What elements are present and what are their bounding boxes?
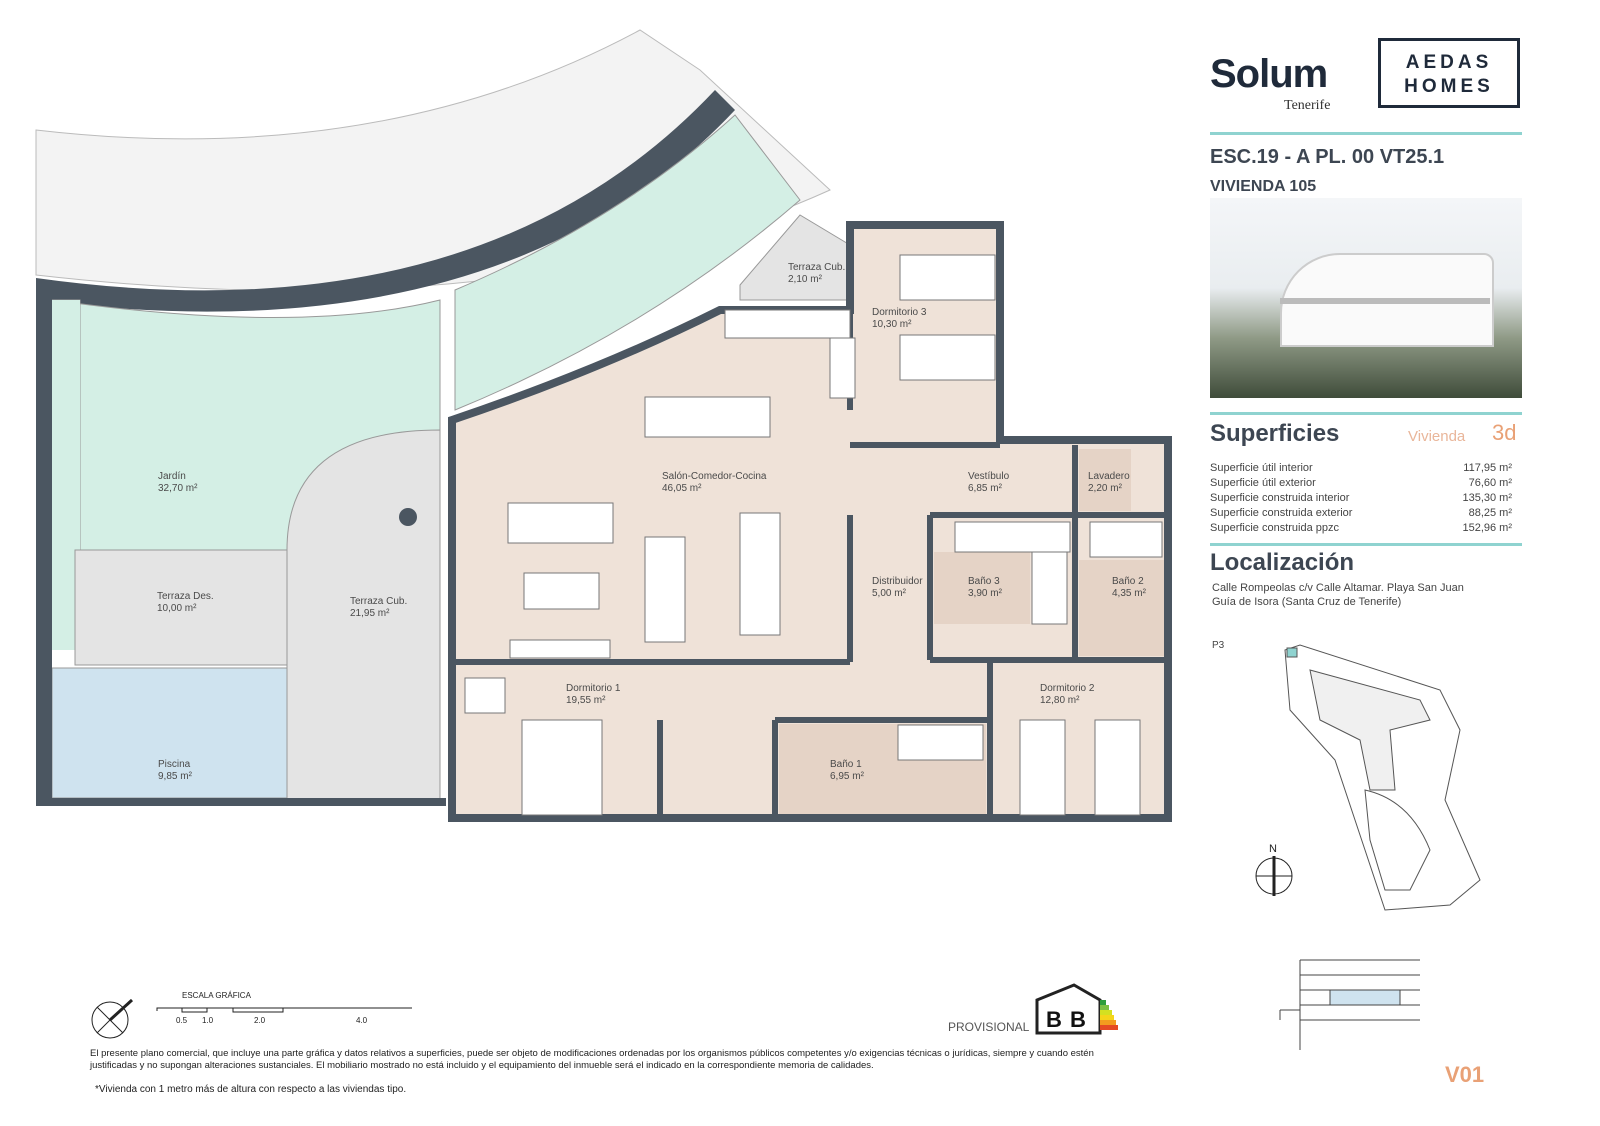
brand-logo: Solum	[1210, 52, 1328, 96]
footnote: *Vivienda con 1 metro más de altura con …	[95, 1084, 407, 1095]
room-area: 10,30 m²	[872, 319, 912, 330]
curved-wall	[36, 90, 735, 312]
room-name: Vestíbulo	[968, 471, 1010, 482]
site-plan-map	[1284, 644, 1481, 911]
unit-code: ESC.19 - A PL. 00 VT25.1	[1210, 146, 1445, 168]
room-area: 21,95 m²	[350, 608, 390, 619]
room-area: 2,20 m²	[1088, 483, 1123, 494]
room-name: Baño 3	[968, 576, 1000, 587]
compass-icon: N	[1255, 843, 1293, 896]
brand-subtitle: Tenerife	[1284, 98, 1331, 113]
scale-title: ESCALA GRÁFICA	[182, 991, 252, 1000]
room-name: Jardín	[158, 471, 186, 482]
room-name: Terraza Des.	[157, 591, 214, 602]
address-line: Guía de Isora (Santa Cruz de Tenerife)	[1212, 596, 1402, 608]
furniture	[464, 254, 1163, 816]
scale-tick: 1.0	[202, 1016, 214, 1025]
room-area: 10,00 m²	[157, 603, 197, 614]
room-area: 4,35 m²	[1112, 588, 1147, 599]
room-name: Dormitorio 1	[566, 683, 621, 694]
room-area: 46,05 m²	[662, 483, 702, 494]
location-title: Localización	[1210, 549, 1355, 576]
pool	[51, 667, 288, 799]
disclaimer: El presente plano comercial, que incluye…	[90, 1048, 1094, 1071]
room-area: 5,00 m²	[872, 588, 907, 599]
energy-label: PROVISIONAL B B	[948, 983, 1118, 1035]
room-area: 2,10 m²	[788, 274, 823, 285]
garden-area-east	[454, 114, 801, 411]
room-area: 6,95 m²	[830, 771, 865, 782]
scale-tick: 0.5	[176, 1016, 188, 1025]
room-name: Dormitorio 3	[872, 307, 927, 318]
unit-name: VIVIENDA 105	[1210, 178, 1317, 195]
room-name: Dormitorio 2	[1040, 683, 1095, 694]
energy-provisional: PROVISIONAL	[948, 1020, 1030, 1034]
room-name: Lavadero	[1088, 471, 1130, 482]
room-name: Salón-Comedor-Cocina	[662, 471, 767, 482]
type-value: 3d	[1492, 420, 1517, 445]
room-name: Distribuidor	[872, 576, 923, 587]
room-area: 12,80 m²	[1040, 695, 1080, 706]
divider	[1210, 132, 1522, 135]
building-render-image	[1210, 198, 1522, 398]
north-arrow-icon	[91, 998, 134, 1039]
divider	[1210, 412, 1522, 415]
room-name: Terraza Cub.	[350, 596, 407, 607]
room-area: 9,85 m²	[158, 771, 193, 782]
room-name: Terraza Cub.	[788, 262, 845, 273]
room-name: Baño 2	[1112, 576, 1144, 587]
building-section	[1279, 959, 1420, 1050]
surfaces-title: Superficies	[1210, 420, 1340, 447]
room-area: 19,55 m²	[566, 695, 606, 706]
version-label: V01	[1445, 1062, 1485, 1087]
room-name: Piscina	[158, 759, 191, 770]
divider	[1210, 543, 1522, 546]
room-area: 3,90 m²	[968, 588, 1003, 599]
address-line: Calle Rompeolas c/v Calle Altamar. Playa…	[1212, 582, 1464, 594]
north-label: N	[1269, 843, 1277, 855]
energy-rating: B	[1070, 1007, 1086, 1032]
type-label: Vivienda	[1408, 428, 1466, 445]
room-area: 32,70 m²	[158, 483, 198, 494]
room-name: Baño 1	[830, 759, 862, 770]
scale-tick: 2.0	[254, 1016, 266, 1025]
energy-rating: B	[1046, 1007, 1062, 1032]
site-plan-label: P3	[1212, 640, 1225, 651]
graphic-scale: ESCALA GRÁFICA 0.5 1.0 2.0 4.0	[156, 991, 412, 1025]
room-area: 6,85 m²	[968, 483, 1003, 494]
terrace-uncovered	[74, 549, 288, 666]
scale-tick: 4.0	[356, 1016, 368, 1025]
